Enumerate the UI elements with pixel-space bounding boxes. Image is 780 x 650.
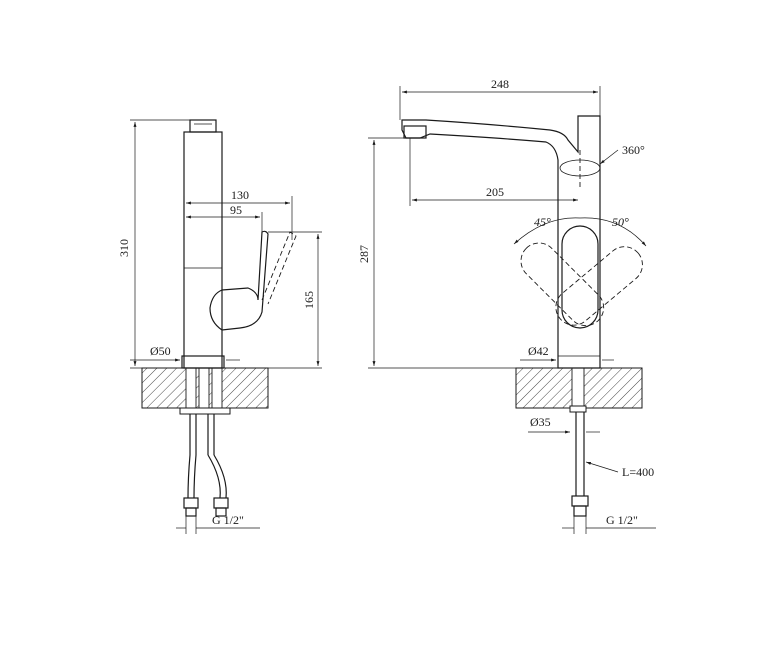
side-supply-hoses bbox=[183, 414, 229, 517]
front-dim-248: 248 bbox=[399, 77, 601, 120]
side-dim-310-label: 310 bbox=[117, 239, 131, 257]
front-dim-45-label: 45° bbox=[534, 215, 551, 229]
front-faucet-body bbox=[401, 115, 601, 369]
side-shank-left bbox=[185, 367, 197, 411]
front-dim-287: 287 bbox=[357, 137, 556, 369]
front-dim-d35: Ø35 bbox=[528, 415, 600, 434]
front-dim-50-label: 50° bbox=[612, 215, 629, 229]
front-aerator bbox=[403, 125, 427, 139]
front-dim-g12-label: G 1/2" bbox=[606, 513, 638, 527]
front-dim-d42-label: Ø42 bbox=[528, 344, 549, 358]
front-dim-248-label: 248 bbox=[491, 77, 509, 91]
side-faucet-body bbox=[183, 131, 223, 369]
side-dim-165: 165 bbox=[226, 231, 322, 369]
side-view: 310 130 95 165 Ø50 bbox=[117, 119, 322, 534]
side-dim-95-label: 95 bbox=[230, 203, 242, 217]
side-mounting-plate bbox=[179, 407, 231, 415]
front-shank bbox=[571, 367, 585, 411]
front-dim-l400: L=400 bbox=[585, 461, 654, 479]
side-shank-right bbox=[211, 367, 223, 411]
front-supply-hose bbox=[571, 412, 589, 517]
front-dim-287-label: 287 bbox=[357, 245, 371, 263]
front-dim-d42: Ø42 bbox=[520, 344, 614, 362]
front-dim-g12: G 1/2" bbox=[562, 513, 656, 534]
side-lever-alt bbox=[261, 231, 297, 305]
side-dim-130: 130 bbox=[183, 188, 293, 240]
side-dim-95: 95 bbox=[186, 203, 263, 232]
front-dim-360-label: 360° bbox=[622, 143, 645, 157]
front-lever-alt bbox=[520, 242, 643, 327]
side-aerator bbox=[189, 119, 217, 133]
front-dim-angles: 45° 50° bbox=[513, 215, 647, 247]
front-dim-l400-label: L=400 bbox=[622, 465, 654, 479]
front-lever bbox=[561, 225, 599, 329]
front-dim-205: 205 bbox=[409, 138, 578, 206]
side-shank-center bbox=[198, 367, 210, 411]
side-dim-d50-label: Ø50 bbox=[150, 344, 171, 358]
side-dim-165-label: 165 bbox=[302, 291, 316, 309]
side-dim-d50: Ø50 bbox=[130, 344, 240, 362]
front-view: 360° 45° 50° 248 205 bbox=[357, 77, 656, 534]
front-rotation-indicator: 360° bbox=[559, 143, 645, 188]
side-dim-g12: G 1/2" bbox=[176, 513, 260, 534]
side-lever bbox=[209, 230, 269, 331]
side-dim-310: 310 bbox=[117, 119, 190, 369]
side-dim-130-label: 130 bbox=[231, 188, 249, 202]
front-dim-205-label: 205 bbox=[486, 185, 504, 199]
side-dim-g12-label: G 1/2" bbox=[212, 513, 244, 527]
front-dim-d35-label: Ø35 bbox=[530, 415, 551, 429]
side-base-ring bbox=[181, 355, 225, 369]
front-mount-nut bbox=[569, 405, 587, 413]
